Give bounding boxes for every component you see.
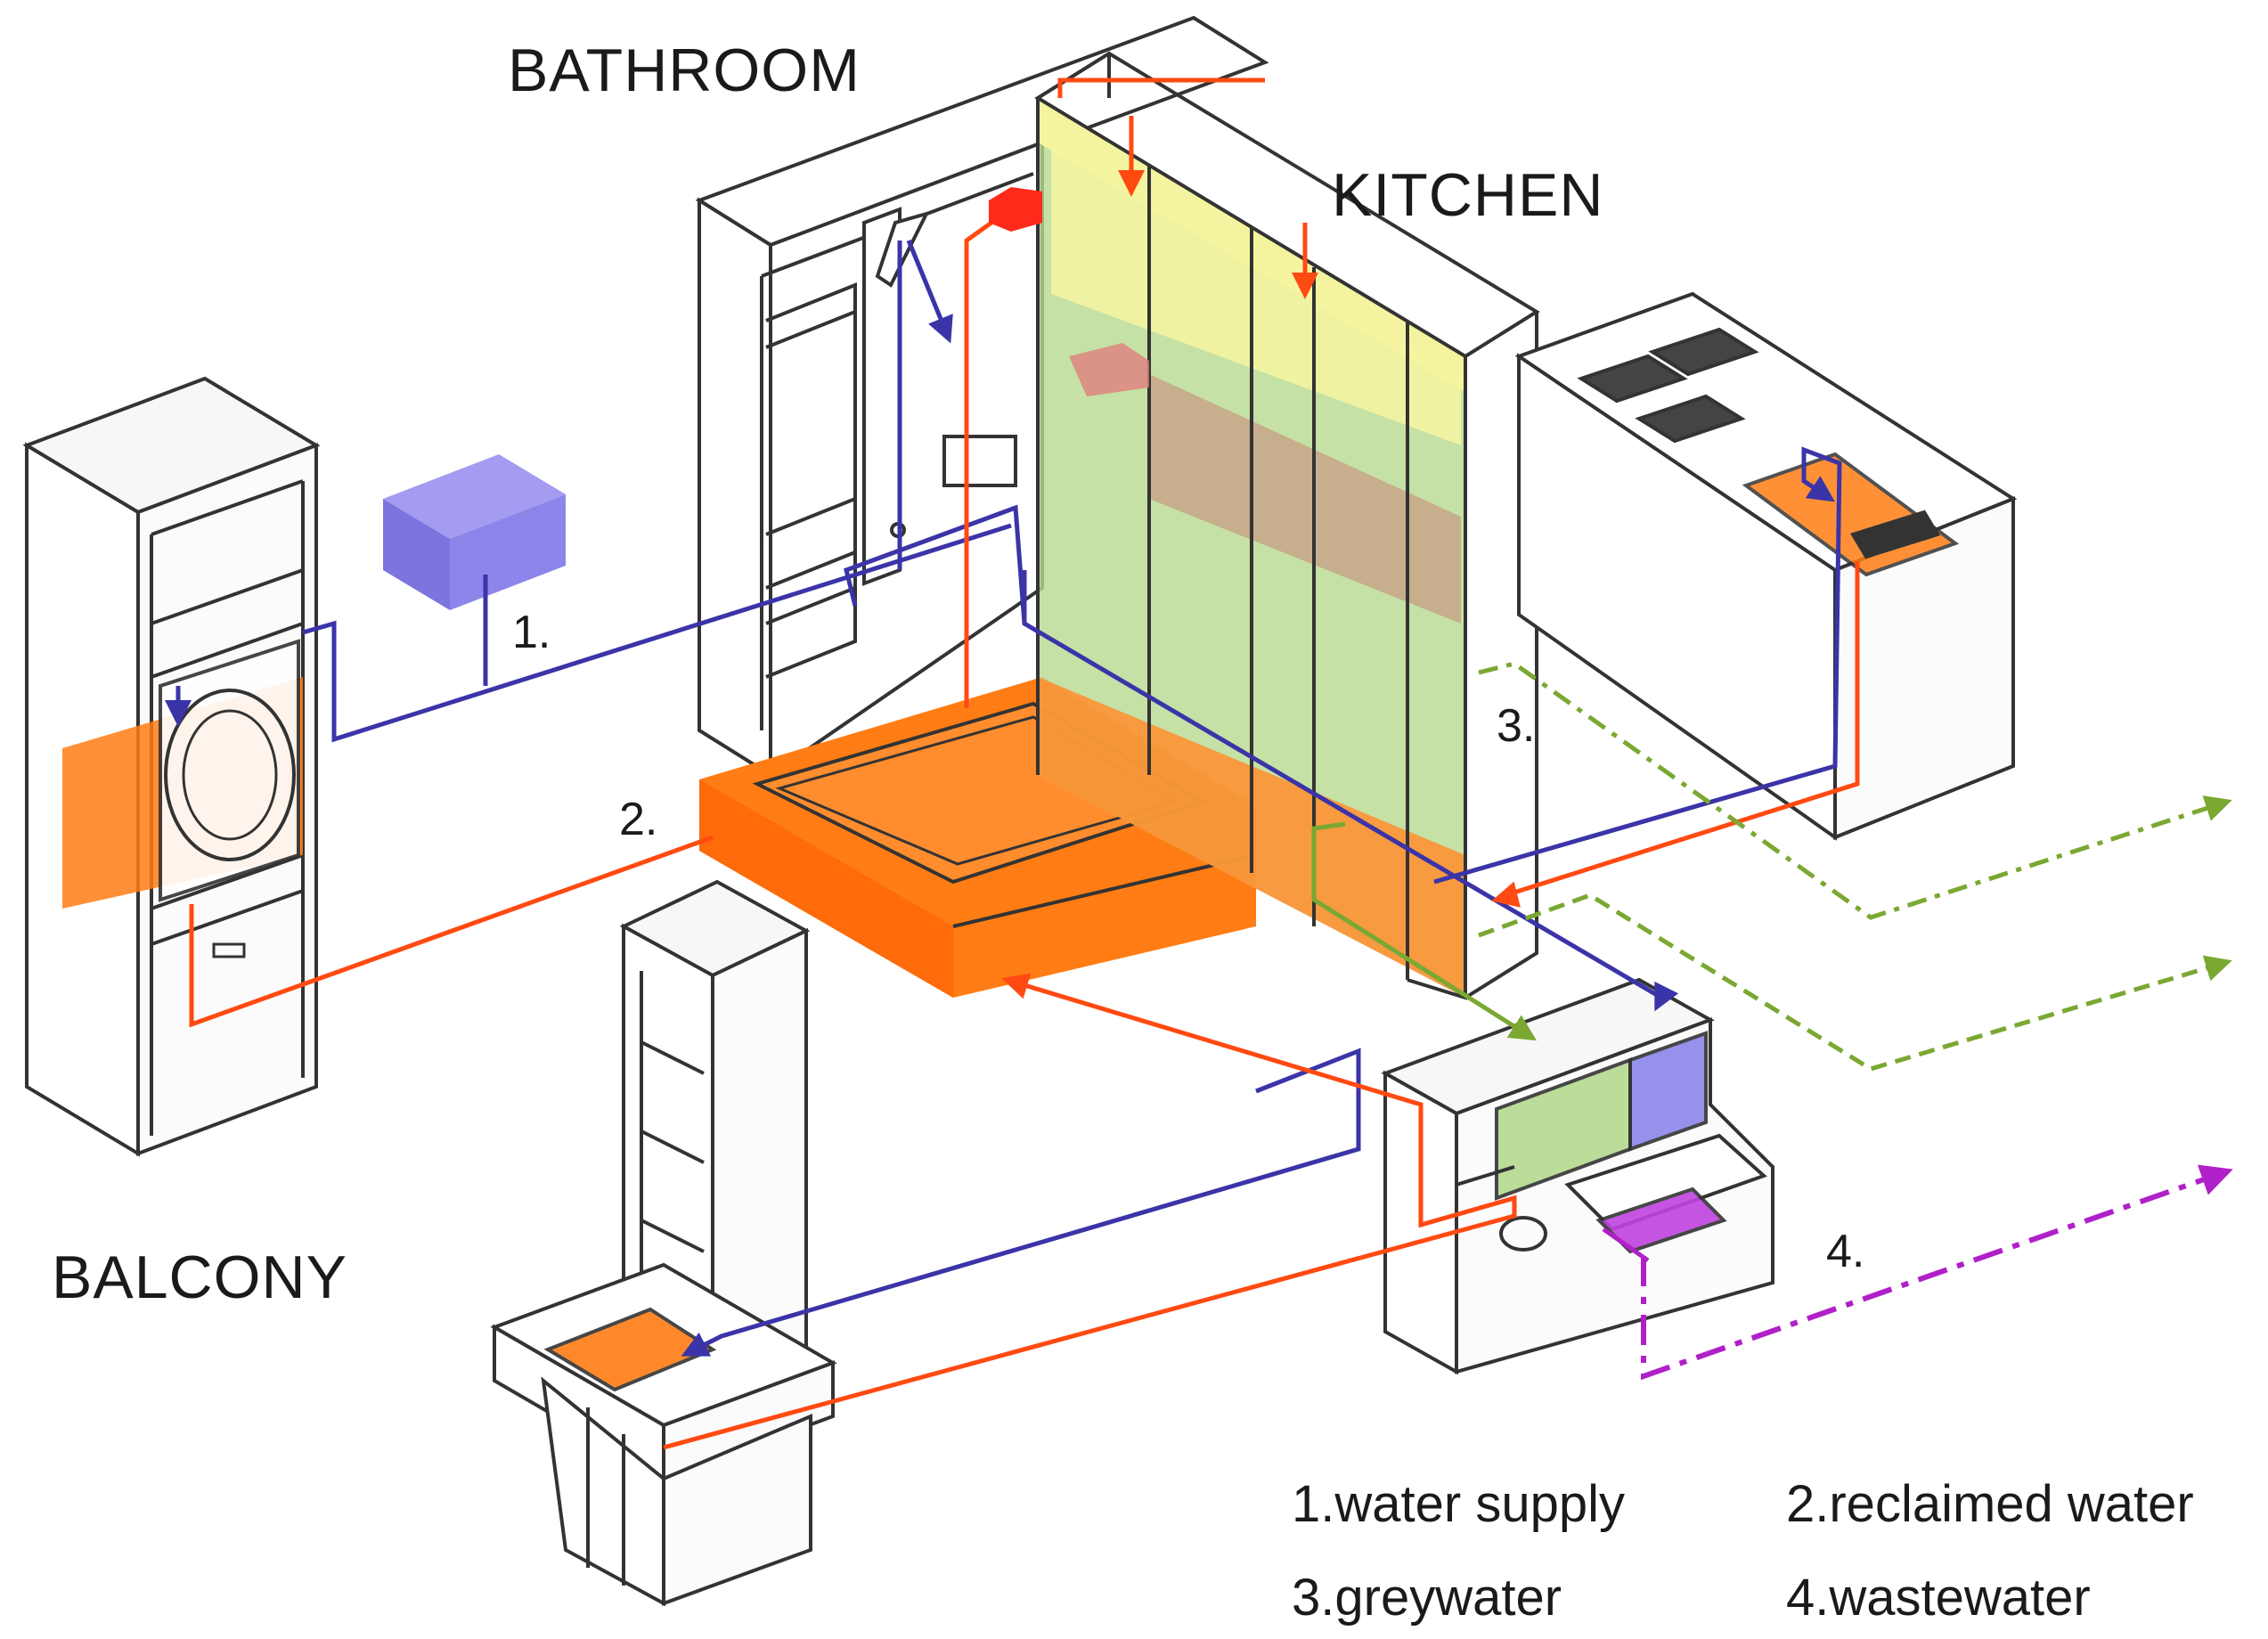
heater-unit xyxy=(989,187,1042,232)
bathroom-label: BATHROOM xyxy=(508,37,861,104)
washing-machine xyxy=(62,639,303,958)
greywater-pipes-2 xyxy=(1478,893,2232,1072)
legend-greywater: 3.greywater xyxy=(1292,1569,1562,1627)
kitchen-wall-modules xyxy=(1034,51,1540,1000)
legend-wastewater: 4.wastewater xyxy=(1786,1569,2091,1627)
flow-number-2: 2. xyxy=(619,794,658,845)
balcony-label: BALCONY xyxy=(52,1244,347,1311)
legend-water-supply: 1.water supply xyxy=(1292,1475,1625,1533)
kitchen-counter xyxy=(1514,291,2018,841)
supply-tank xyxy=(383,454,566,610)
greywater-link xyxy=(1311,821,1538,1041)
kitchen-label: KITCHEN xyxy=(1332,161,1604,229)
greywater-pipes xyxy=(1478,661,2232,920)
water-supply-pipes xyxy=(165,240,1842,1357)
flow-number-1: 1. xyxy=(512,607,551,658)
treatment-unit xyxy=(1381,977,1774,1375)
reclaimed-water-pipes xyxy=(189,77,1860,1450)
flow-number-3: 3. xyxy=(1497,700,1536,752)
flow-number-4: 4. xyxy=(1826,1226,1865,1277)
wastewater-drop xyxy=(1602,1227,1650,1263)
balcony-sink-unit xyxy=(490,879,837,1607)
wastewater-pipes xyxy=(1641,1164,2233,1381)
legend-reclaimed-water: 2.reclaimed water xyxy=(1786,1475,2194,1533)
bathroom-enclosure xyxy=(695,15,1269,779)
